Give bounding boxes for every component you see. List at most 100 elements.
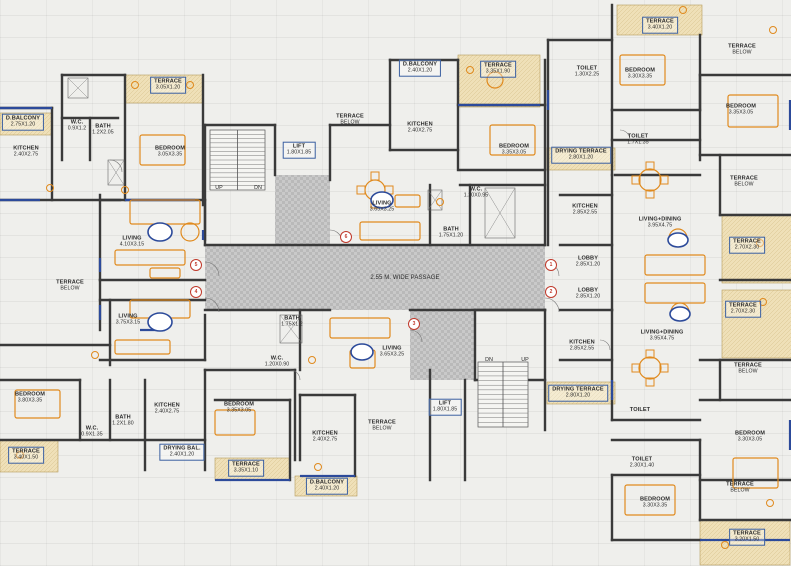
room-dimensions: 1.20X0.90 — [264, 362, 290, 368]
chair-1-3 — [645, 377, 655, 387]
room-dimensions: 1.2X1.80 — [112, 421, 134, 427]
room-dimensions: 3.65X3.25 — [379, 352, 405, 358]
room-name: TERRACE — [726, 481, 754, 488]
room-label: W.C.0.9X1.2 — [68, 120, 87, 133]
rug-2 — [370, 191, 394, 209]
corridor-fill-3 — [330, 300, 410, 310]
plant-12 — [121, 186, 129, 194]
furniture-0 — [139, 134, 186, 166]
room-name: D.BALCONY — [402, 61, 438, 68]
room-dimensions: BELOW — [372, 426, 392, 432]
room-dimensions: 4.10X3.15 — [119, 242, 145, 248]
furniture-15 — [644, 254, 706, 276]
table-4 — [486, 71, 504, 89]
room-name: KITCHEN — [572, 203, 598, 210]
furniture-3 — [149, 267, 181, 279]
room-dimensions: 2.30X1.40 — [629, 463, 655, 469]
room-name: KITCHEN — [312, 430, 338, 437]
terrace-fill-5 — [457, 54, 541, 108]
chair-3-0 — [356, 185, 366, 195]
shaft-1 — [107, 159, 125, 186]
rug-5 — [669, 306, 691, 322]
room-name: TOILET — [629, 406, 651, 413]
room-dimensions: 2.85X2.55 — [572, 210, 598, 216]
room-name: BEDROOM — [625, 67, 655, 74]
door-number: 6 — [340, 231, 352, 243]
room-dimensions: 2.40X1.20 — [169, 452, 195, 458]
room-dimensions: 3.35X1.10 — [233, 468, 259, 474]
room-name: LIVING — [372, 200, 392, 207]
stair-label: DN — [485, 357, 493, 363]
room-name: W.C. — [85, 425, 99, 432]
stair-label: UP — [521, 357, 529, 363]
furniture-18 — [624, 484, 676, 516]
room-name: W.C. — [469, 186, 483, 193]
room-name: W.C. — [270, 355, 284, 362]
plant-9 — [769, 26, 777, 34]
room-name: TERRACE — [368, 419, 396, 426]
room-name: TERRACE — [646, 18, 674, 25]
chair-0-0 — [631, 175, 641, 185]
shaft-x2-2 — [484, 187, 516, 239]
table-1 — [638, 356, 662, 380]
room-dimensions: 2.40X1.20 — [407, 68, 433, 74]
room-name: LIVING+DINING — [640, 329, 684, 336]
room-name: TERRACE — [728, 43, 756, 50]
room-dimensions: 3.05X1.20 — [155, 85, 181, 91]
stair-label: DN — [254, 185, 262, 191]
room-dimensions: 3.35X3.05 — [728, 110, 754, 116]
room-dimensions: 3.05X3.35 — [157, 152, 183, 158]
furniture-1 — [129, 199, 201, 225]
room-name: LOBBY — [577, 287, 599, 294]
room-name: D.BALCONY — [309, 479, 345, 486]
chair-3-2 — [370, 171, 380, 181]
furniture-11 — [394, 194, 421, 208]
room-name: TOILET — [627, 133, 649, 140]
corridor-fill-1 — [275, 175, 330, 250]
room-dimensions: 2.40X2.75 — [154, 409, 180, 415]
terrace-fill-7 — [546, 381, 616, 405]
room-name: TOILET — [631, 456, 653, 463]
door-swing-1 — [204, 261, 220, 277]
room-dimensions: 3.35X3.05 — [501, 150, 527, 156]
room-name: LIVING — [382, 345, 402, 352]
chair-0-1 — [659, 175, 669, 185]
room-name: LIVING+DINING — [638, 216, 682, 223]
room-name: LIVING — [118, 313, 138, 320]
room-dimensions: BELOW — [738, 369, 758, 375]
shaft-x2-1 — [107, 159, 125, 186]
chair-0-2 — [645, 161, 655, 171]
shaft-x2-0 — [67, 77, 89, 99]
room-name: BEDROOM — [224, 401, 254, 408]
room-name: LOBBY — [577, 255, 599, 262]
room-name: LIVING — [122, 235, 142, 242]
plant-4 — [308, 356, 316, 364]
rug-1 — [147, 312, 173, 332]
room-dimensions: 3.95X4.75 — [649, 336, 675, 342]
room-name: W.C. — [70, 119, 84, 126]
plant-10 — [679, 6, 687, 14]
room-name: TERRACE — [56, 279, 84, 286]
room-dimensions: 1.75X1.2 — [281, 322, 303, 328]
room-dimensions: 1.7X1.35 — [627, 140, 649, 146]
room-dimensions: 2.75X1.20 — [10, 122, 36, 128]
room-dimensions: BELOW — [732, 50, 752, 56]
